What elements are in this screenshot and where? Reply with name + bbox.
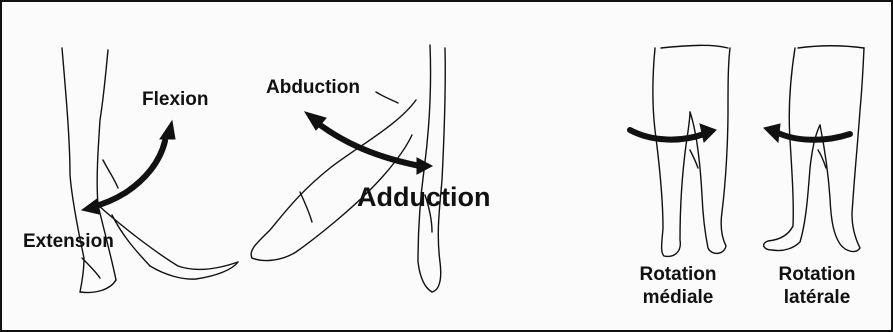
rotation-mediale-label: Rotation médiale: [628, 264, 728, 310]
abduction-adduction-arrow: [305, 112, 432, 174]
flexion-label: Flexion: [142, 90, 209, 109]
abduction-label: Abduction: [266, 78, 360, 97]
rotation-mediale-arrow: [630, 124, 716, 142]
rotation-mediale-line2: médiale: [628, 287, 728, 310]
rotation-mediale-line1: Rotation: [628, 264, 728, 287]
rotation-laterale-legs: [764, 46, 864, 252]
rotation-laterale-label: Rotation latérale: [762, 264, 872, 310]
extension-label: Extension: [23, 232, 114, 251]
rotation-laterale-line1: Rotation: [762, 264, 872, 287]
adduction-label: Adduction: [357, 184, 490, 211]
rotation-laterale-line2: latérale: [762, 287, 872, 310]
rotation-mediale-legs: [653, 45, 730, 256]
rotation-laterale-arrow: [764, 124, 850, 142]
flexion-extension-arrow: [82, 121, 175, 214]
